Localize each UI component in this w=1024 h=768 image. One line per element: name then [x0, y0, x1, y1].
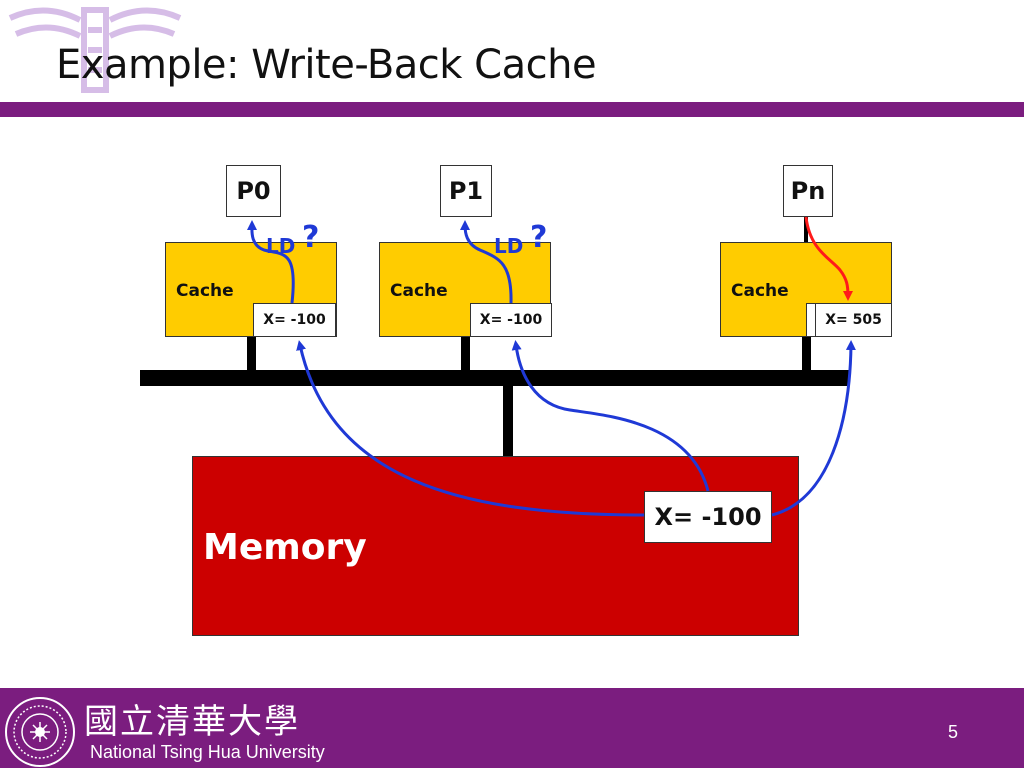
university-name-chinese: 國立清華大學: [84, 702, 300, 742]
cache-p1-bus-link: [461, 337, 470, 373]
main-memory: Memory: [192, 456, 799, 636]
memory-to-p1-arrow: [511, 340, 710, 492]
pn-write-arrow: [804, 216, 853, 301]
shared-bus: [140, 370, 850, 386]
memory-label: Memory: [203, 527, 367, 568]
p1-question-mark: ?: [530, 220, 548, 255]
university-name-english: National Tsing Hua University: [90, 742, 325, 762]
memory-to-pn-arrow: [771, 340, 856, 517]
cache-pn-bus-link: [802, 337, 811, 373]
processor-p1: P1: [440, 165, 492, 217]
cache-p1-line: X= -100: [470, 303, 552, 337]
p0-question-mark: ?: [302, 220, 320, 255]
title-divider: [0, 102, 1024, 117]
university-logo-watermark: [8, 7, 182, 93]
p1-load-arrow: [460, 220, 513, 304]
p0-load-arrow: [246, 220, 295, 304]
processor-p0: P0: [226, 165, 281, 217]
cache-pn-line: X= 505: [815, 303, 892, 337]
memory-to-p0-arrow: [296, 340, 645, 517]
cache-p1-label: Cache: [390, 281, 448, 301]
p1-load-label: LD: [494, 234, 524, 258]
slide-footer: 國立清華大學 National Tsing Hua University 5: [0, 688, 1024, 768]
cache-p0-label: Cache: [176, 281, 234, 301]
cache-pn-label: Cache: [731, 281, 789, 301]
page-number: 5: [947, 722, 958, 742]
p0-load-label: LD: [266, 234, 296, 258]
cache-p0-line: X= -100: [253, 303, 336, 337]
university-seal-icon: [5, 697, 75, 767]
cache-p0-bus-link: [247, 337, 256, 373]
slide-title: Example: Write-Back Cache: [56, 42, 597, 88]
cache-pn: Cache: [720, 242, 892, 337]
processor-pn: Pn: [783, 165, 833, 217]
memory-bus-link: [503, 384, 513, 458]
memory-value: X= -100: [644, 491, 772, 543]
